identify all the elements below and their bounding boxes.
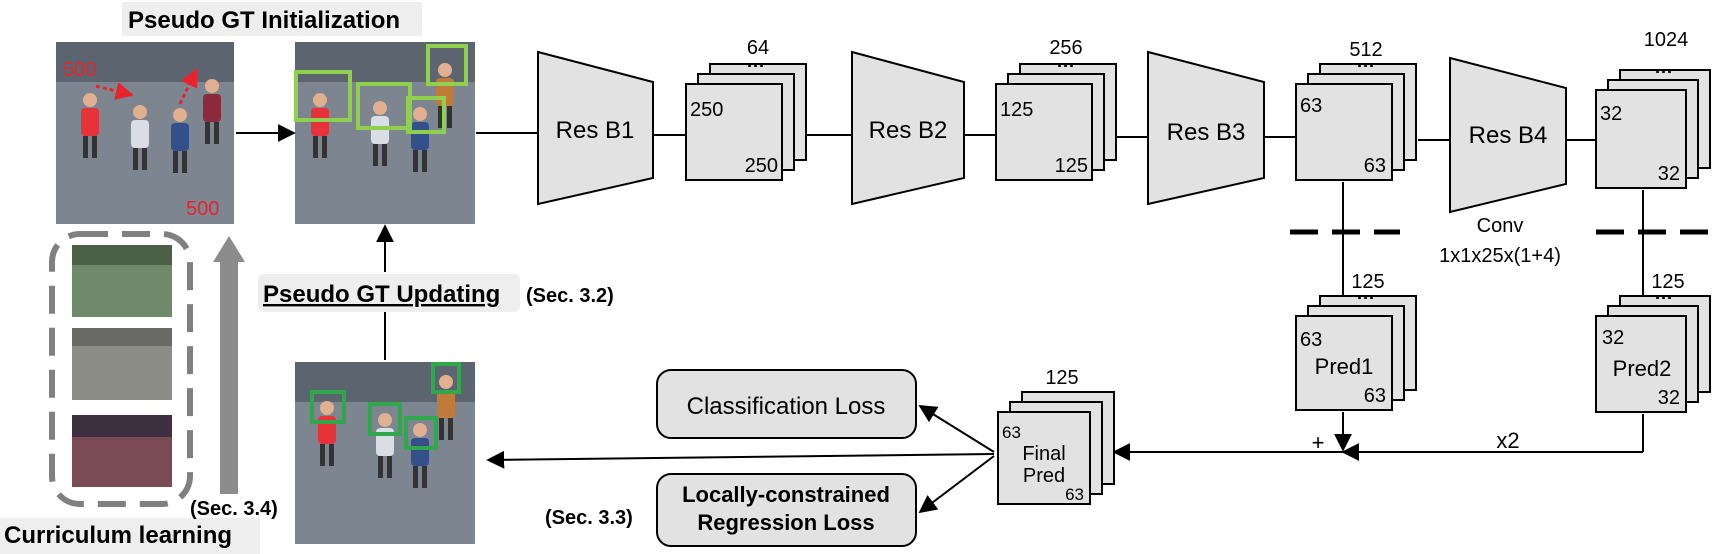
curriculum-section-ref: (Sec. 3.4) bbox=[190, 498, 278, 520]
res-block-3-label: Res B3 bbox=[1167, 119, 1246, 146]
pseudo-gt-box bbox=[426, 44, 468, 86]
annotation-arrow-v bbox=[178, 68, 198, 105]
update-section-ref: (Sec. 3.2) bbox=[526, 285, 614, 307]
init-title-bg bbox=[122, 2, 422, 36]
crowd-photo-pseudo-gt-init bbox=[294, 42, 475, 224]
ellipsis-icon: ··· bbox=[1357, 56, 1375, 76]
feature-map-3-width: 63 bbox=[1364, 155, 1386, 177]
regression-section-ref: (Sec. 3.3) bbox=[545, 507, 633, 529]
sum-label: + bbox=[1312, 430, 1325, 455]
updated-gt-box bbox=[310, 390, 346, 424]
feature-map-1-width: 250 bbox=[745, 155, 778, 177]
prediction-map-2-name: Pred2 bbox=[1613, 356, 1672, 381]
final-prediction-channels: 125 bbox=[1045, 367, 1078, 389]
edge-final-cls bbox=[918, 405, 995, 453]
res-block-1-label: Res B1 bbox=[556, 117, 635, 144]
size-label-width: 500 bbox=[63, 59, 96, 81]
feature-map-2-width: 125 bbox=[1055, 155, 1088, 177]
prediction-map-1-width: 63 bbox=[1364, 385, 1386, 407]
final-prediction-height: 63 bbox=[1002, 423, 1021, 442]
classification-loss-box: Classification Loss bbox=[656, 369, 917, 439]
feature-map-2-channels: 256 bbox=[1049, 37, 1082, 59]
update-title: Pseudo GT Updating bbox=[263, 281, 500, 308]
res-block-2-label: Res B2 bbox=[869, 117, 948, 144]
ellipsis-icon: ··· bbox=[1057, 56, 1075, 76]
feature-map-1: ··· 64 250 250 bbox=[685, 37, 807, 181]
prediction-map-2-width: 32 bbox=[1658, 387, 1680, 409]
prediction-map-2-channels: 125 bbox=[1651, 271, 1684, 293]
update-title-bg bbox=[258, 274, 520, 312]
feature-map-3-channels: 512 bbox=[1349, 39, 1382, 61]
res-block-4: Res B4 bbox=[1449, 56, 1567, 214]
feature-map-1-height: 250 bbox=[690, 99, 723, 121]
prediction-map-1-height: 63 bbox=[1300, 329, 1322, 351]
crowd-photo-pseudo-gt-updated bbox=[295, 362, 475, 544]
final-prediction-map: 125 63 Final Pred 63 bbox=[997, 367, 1115, 505]
curriculum-thumbnails bbox=[72, 245, 172, 487]
updated-gt-box bbox=[404, 416, 438, 450]
annotation-arrow-h bbox=[95, 82, 134, 100]
feature-map-4-channels: 1024 bbox=[1644, 29, 1689, 51]
res-block-1: Res B1 bbox=[537, 50, 654, 206]
prediction-map-2: ··· 125 32 Pred2 32 bbox=[1595, 271, 1711, 413]
curriculum-dashed-frame bbox=[49, 231, 193, 507]
ellipsis-icon: ··· bbox=[747, 56, 765, 76]
classification-loss-label: Classification Loss bbox=[687, 393, 886, 420]
edge-final-reg bbox=[918, 455, 995, 514]
curriculum-title: Curriculum learning bbox=[4, 522, 232, 549]
updated-gt-box bbox=[431, 362, 461, 394]
res-block-2: Res B2 bbox=[851, 50, 965, 206]
edge-final-update bbox=[486, 450, 995, 469]
init-title: Pseudo GT Initialization bbox=[128, 7, 400, 34]
ellipsis-icon: ··· bbox=[1655, 62, 1673, 82]
regression-loss-box: Locally-constrained Regression Loss bbox=[656, 473, 917, 547]
feature-map-4-height: 32 bbox=[1600, 103, 1622, 125]
feature-map-1-channels: 64 bbox=[747, 37, 769, 59]
conv-spec: 1x1x25x(1+4) bbox=[1439, 245, 1561, 267]
pseudo-gt-box bbox=[406, 96, 446, 134]
regression-loss-line2: Regression Loss bbox=[697, 510, 874, 535]
upsample-label: x2 bbox=[1496, 428, 1519, 453]
curriculum-title-bg bbox=[0, 518, 260, 554]
final-prediction-name-1: Final bbox=[1022, 443, 1065, 465]
prediction-map-1-name: Pred1 bbox=[1315, 354, 1374, 379]
updated-gt-box bbox=[368, 402, 402, 436]
prediction-map-2-height: 32 bbox=[1602, 327, 1624, 349]
feature-map-2-height: 125 bbox=[1000, 99, 1033, 121]
final-prediction-name-2: Pred bbox=[1023, 465, 1065, 487]
pseudo-gt-box bbox=[294, 70, 352, 122]
prediction-map-1-channels: 125 bbox=[1351, 271, 1384, 293]
prediction-map-1: ··· 125 63 Pred1 63 bbox=[1295, 271, 1417, 411]
regression-loss-line1: Locally-constrained bbox=[682, 482, 890, 507]
feature-map-4: ··· 1024 32 32 bbox=[1595, 29, 1711, 189]
ellipsis-icon: ··· bbox=[1655, 288, 1673, 308]
ellipsis-icon: ··· bbox=[1357, 288, 1375, 308]
size-label-height: 500 bbox=[186, 198, 219, 220]
feature-map-2: ··· 256 125 125 bbox=[995, 37, 1117, 181]
feature-map-3: ··· 512 63 63 bbox=[1295, 39, 1417, 181]
final-prediction-width: 63 bbox=[1065, 485, 1084, 504]
crowd-photo-initial: 500 500 bbox=[56, 42, 234, 224]
res-block-4-label: Res B4 bbox=[1469, 122, 1548, 149]
res-block-3: Res B3 bbox=[1147, 50, 1265, 206]
conv-label: Conv bbox=[1477, 215, 1524, 237]
feature-map-3-height: 63 bbox=[1300, 95, 1322, 117]
curriculum-arrow bbox=[213, 236, 245, 494]
feature-map-4-width: 32 bbox=[1658, 163, 1680, 185]
